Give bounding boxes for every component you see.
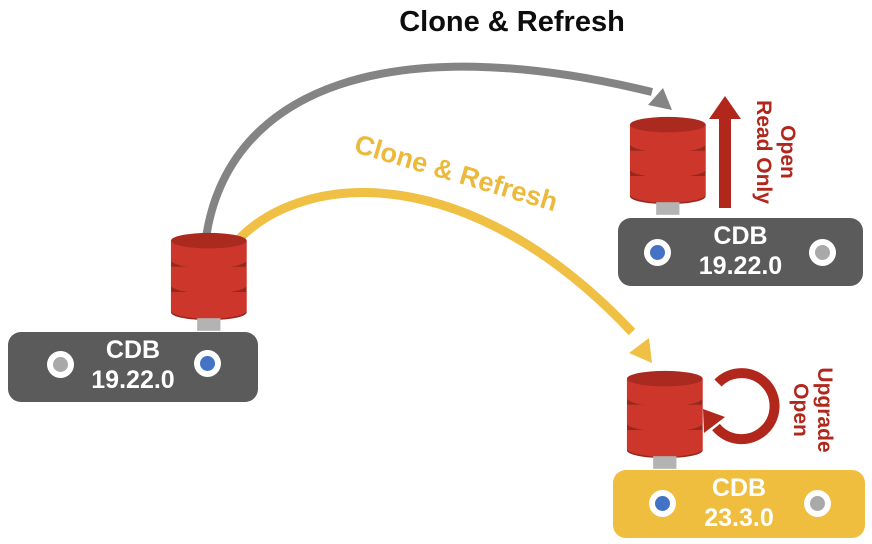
node-source-name: CDB — [105, 336, 161, 364]
node-upgraded-cdb: CDB 23.3.0 — [613, 470, 865, 538]
database-icon-readonly — [629, 116, 706, 215]
node-readonly-cdb: CDB 19.22.0 — [618, 218, 863, 286]
node-readonly-name: CDB — [713, 222, 768, 250]
upgrade-cycle-arrow-icon — [703, 368, 780, 445]
node-source-label: CDB 19.22.0 — [8, 336, 258, 395]
node-upgraded-version: 23.3.0 — [704, 503, 774, 532]
pdb-dot-blue-icon — [644, 239, 671, 266]
open-read-only-line1: Open — [776, 125, 799, 179]
pdb-dot-gray-icon — [47, 351, 74, 378]
pdb-dot-blue-inner — [655, 496, 670, 511]
pdb-dot-gray-inner — [815, 245, 830, 260]
pdb-dot-gray-icon — [809, 239, 836, 266]
database-icon-source — [170, 232, 247, 331]
pdb-dot-gray-inner — [53, 357, 68, 372]
pdb-dot-gray-icon — [804, 490, 831, 517]
clone-refresh-label-gray: Clone & Refresh — [399, 6, 625, 38]
open-read-only-arrow-icon — [709, 96, 741, 208]
upgrade-open-line1: Upgrade — [813, 367, 836, 453]
node-upgraded-name: CDB — [711, 474, 767, 502]
node-readonly-version: 19.22.0 — [698, 251, 783, 280]
clone-refresh-arrow-gray — [202, 62, 672, 239]
open-read-only-annotation: Open Read Only — [745, 90, 799, 214]
upgrade-open-annotation: Upgrade Open — [789, 358, 836, 462]
upgrade-open-line2: Open — [789, 383, 813, 437]
pdb-dot-blue-icon — [649, 490, 676, 517]
clone-refresh-arrow-yellow — [234, 188, 652, 363]
pdb-dot-blue-icon — [194, 350, 221, 377]
node-source-version: 19.22.0 — [91, 365, 175, 394]
database-icon-upgraded — [626, 370, 703, 469]
node-readonly-label: CDB 19.22.0 — [618, 222, 863, 281]
pdb-dot-blue-inner — [650, 245, 665, 260]
open-read-only-line2: Read Only — [752, 100, 776, 204]
node-upgraded-label: CDB 23.3.0 — [613, 474, 865, 533]
node-source-cdb: CDB 19.22.0 — [8, 332, 258, 402]
pdb-dot-gray-inner — [810, 496, 825, 511]
pdb-dot-blue-inner — [200, 356, 215, 371]
